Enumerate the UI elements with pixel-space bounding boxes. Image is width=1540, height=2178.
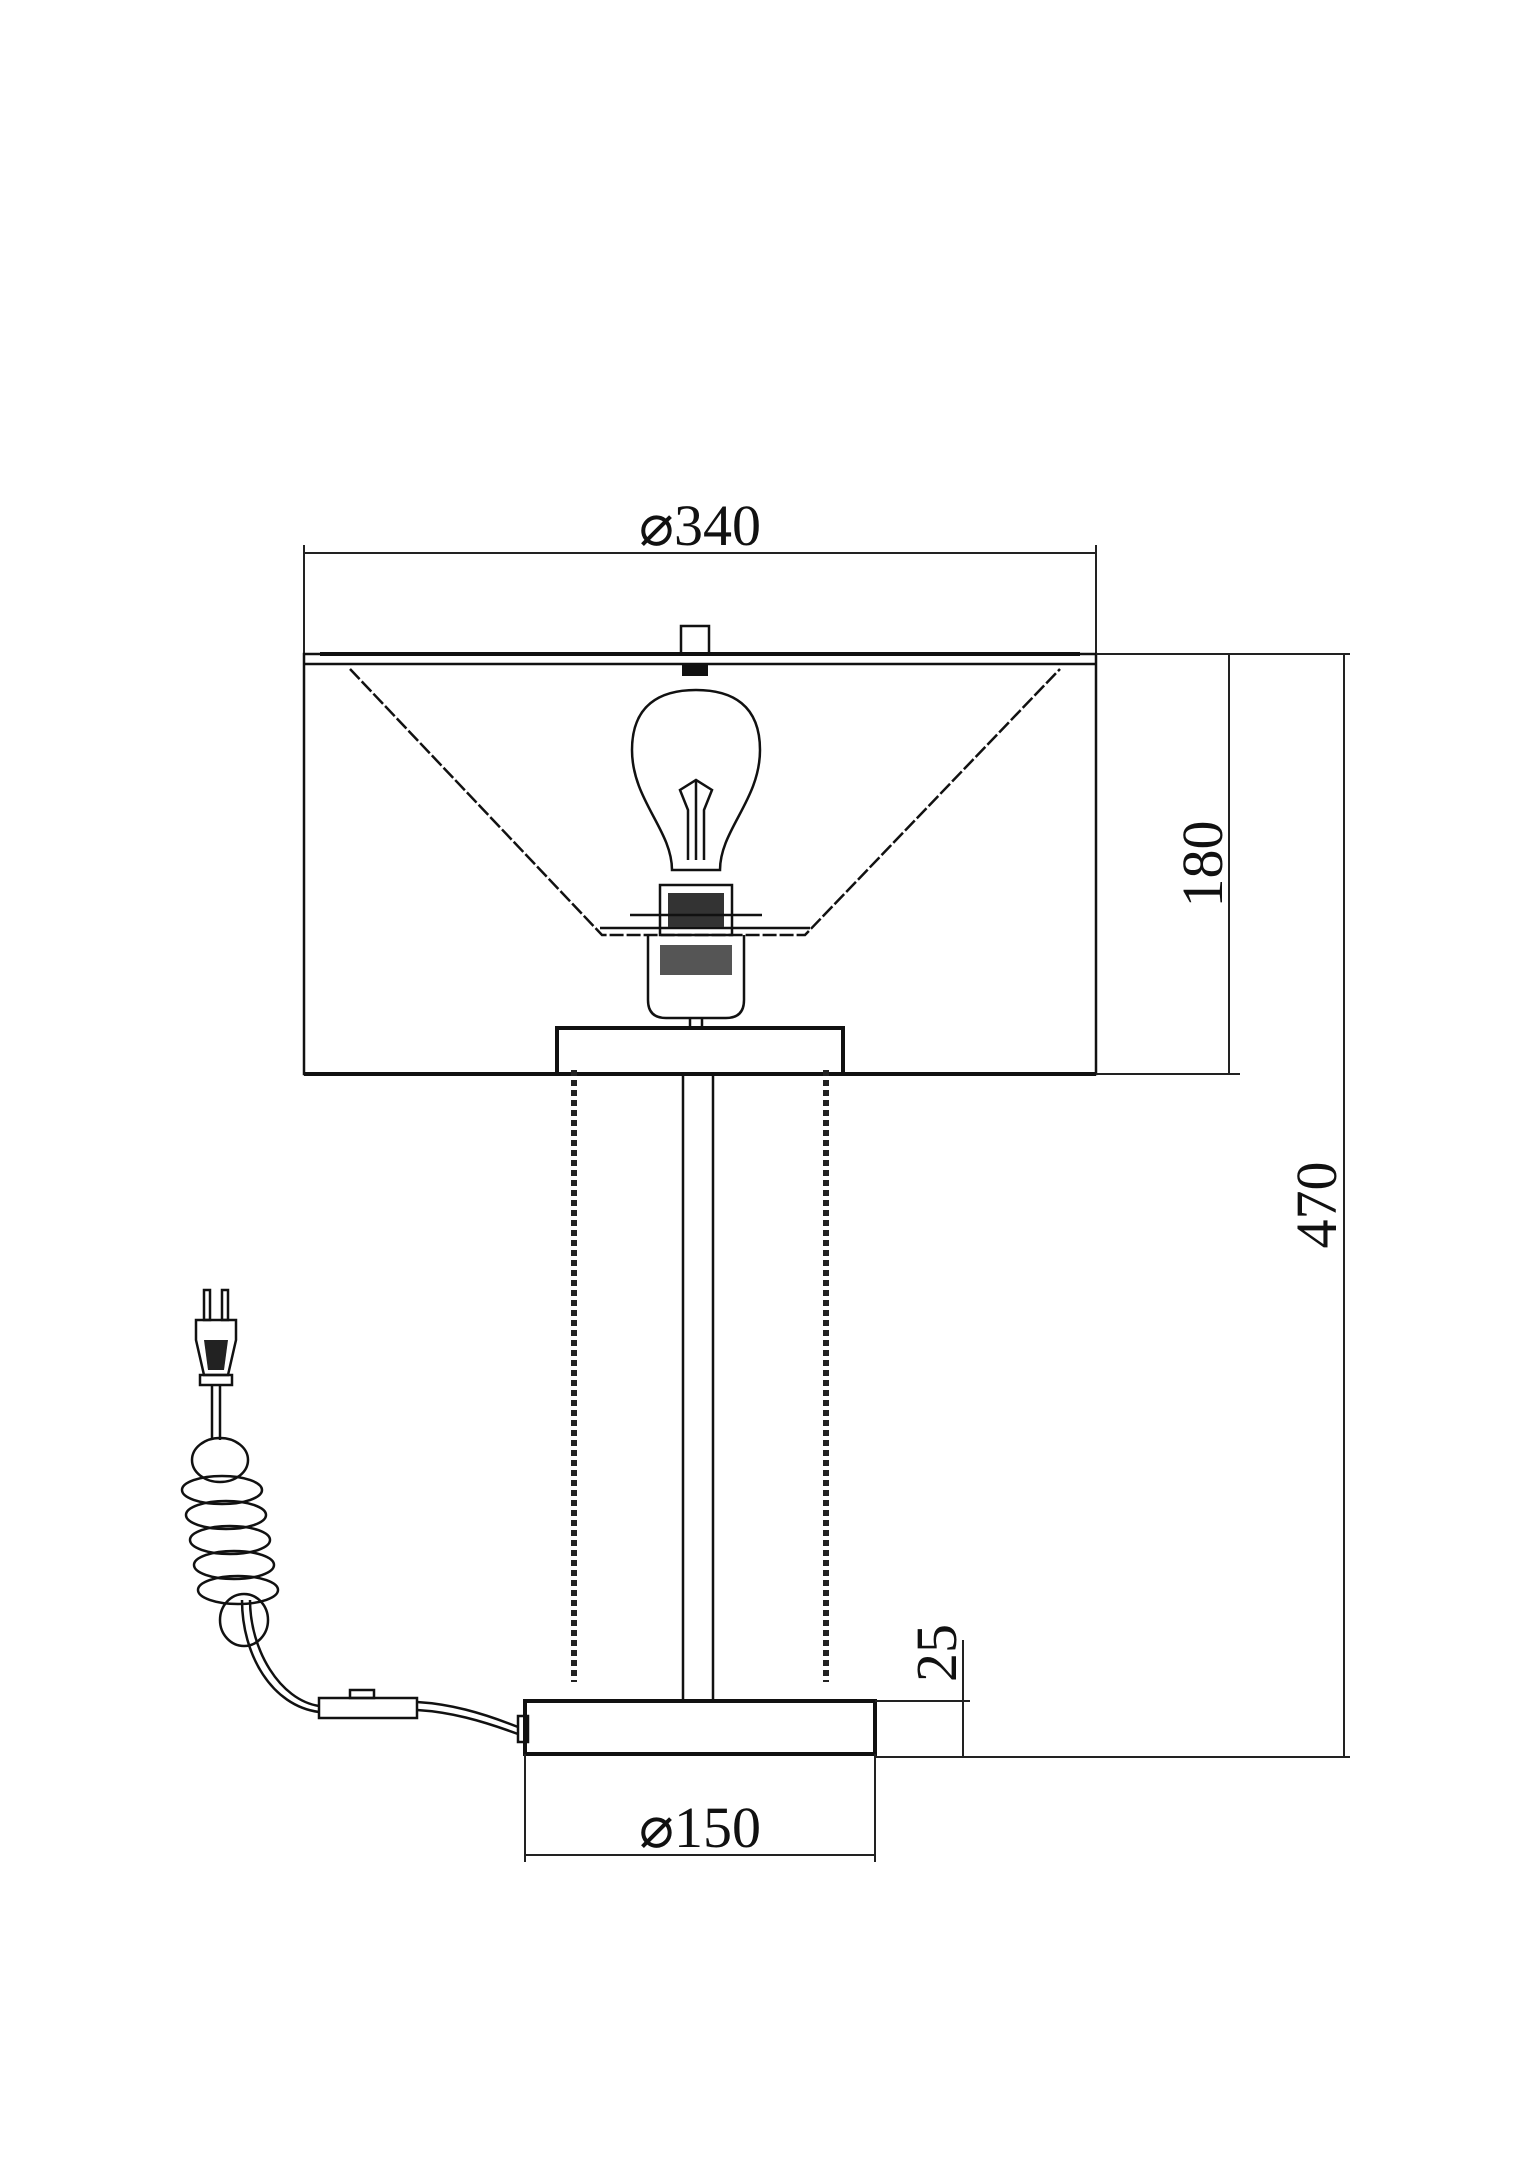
light-bulb [630,688,762,872]
lamp-socket [630,883,762,1026]
base-height-dimension: 25 [875,1624,970,1757]
total-height-label: 470 [1284,1162,1349,1249]
lamp-stem [681,1072,715,1703]
base-diameter-dimension: ⌀150 [524,1754,876,1862]
shade-diameter-dimension: ⌀340 [303,493,1097,654]
shade-diameter-label: ⌀340 [639,493,761,558]
coiled-cord [180,1436,280,1648]
power-cord [180,1288,519,1736]
shade-height-label: 180 [1170,821,1235,908]
base-diameter-label: ⌀150 [639,1795,761,1860]
lamp-shade [302,624,1098,1076]
base-height-label: 25 [904,1624,969,1682]
mount-plate [555,1026,845,1076]
lamp-base [523,1699,877,1756]
inline-switch-icon [317,1696,419,1720]
power-plug-icon [194,1288,238,1387]
shade-hook [679,624,711,656]
shade-height-dimension: 180 [1096,653,1240,1075]
total-height-dimension: 470 [875,653,1350,1758]
